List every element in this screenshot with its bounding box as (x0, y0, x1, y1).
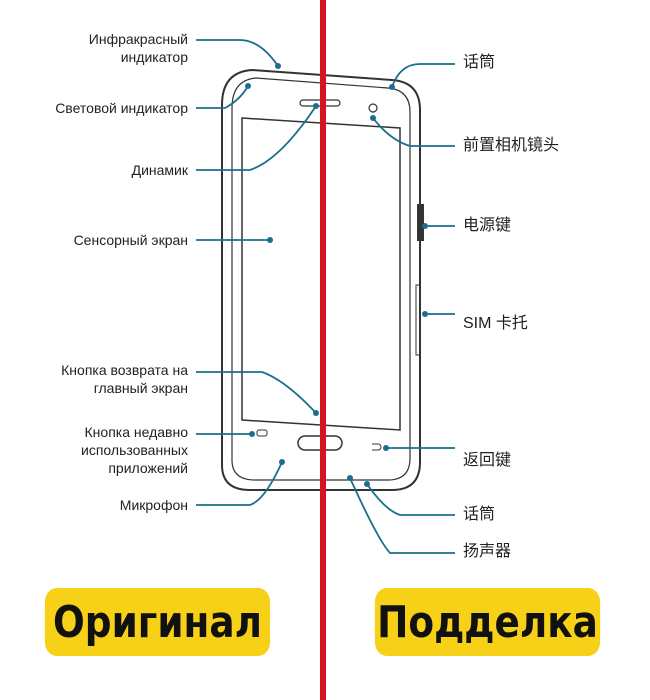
phone-body (221, 68, 421, 491)
front-camera (368, 103, 378, 113)
badge-original: Оригинал (44, 588, 271, 656)
leader-lines (196, 39, 455, 554)
label-speaker: Динамик (131, 162, 188, 178)
power-key (417, 204, 424, 241)
label-home-button: Кнопка возврата на главный экран (61, 362, 188, 396)
label-power-key: 电源键 (463, 217, 512, 234)
label-microphone: Микрофон (119, 497, 188, 513)
red-divider (320, 0, 326, 700)
leader-dots (245, 63, 428, 487)
back-key (372, 443, 382, 451)
label-touchscreen: Сенсорный экран (73, 232, 188, 248)
label-ir-indicator: Инфракрасный индикатор (88, 31, 188, 65)
phone-bezel (231, 77, 411, 481)
label-sim-tray: SIM 卡托 (463, 315, 528, 332)
sim-tray (415, 284, 421, 356)
recent-apps-key (256, 429, 268, 437)
label-front-camera: 前置相机镜头 (463, 137, 560, 154)
label-back-key: 返回键 (463, 452, 512, 469)
label-recent-apps: Кнопка недавно использованных приложений (81, 424, 188, 476)
label-mic-bottom: 话筒 (463, 506, 496, 523)
label-mic-top: 话筒 (463, 54, 496, 71)
label-loudspeaker: 扬声器 (463, 543, 512, 560)
badge-fake: Подделка (374, 588, 601, 656)
label-led-indicator: Световой индикатор (55, 100, 188, 116)
screen (241, 117, 401, 431)
